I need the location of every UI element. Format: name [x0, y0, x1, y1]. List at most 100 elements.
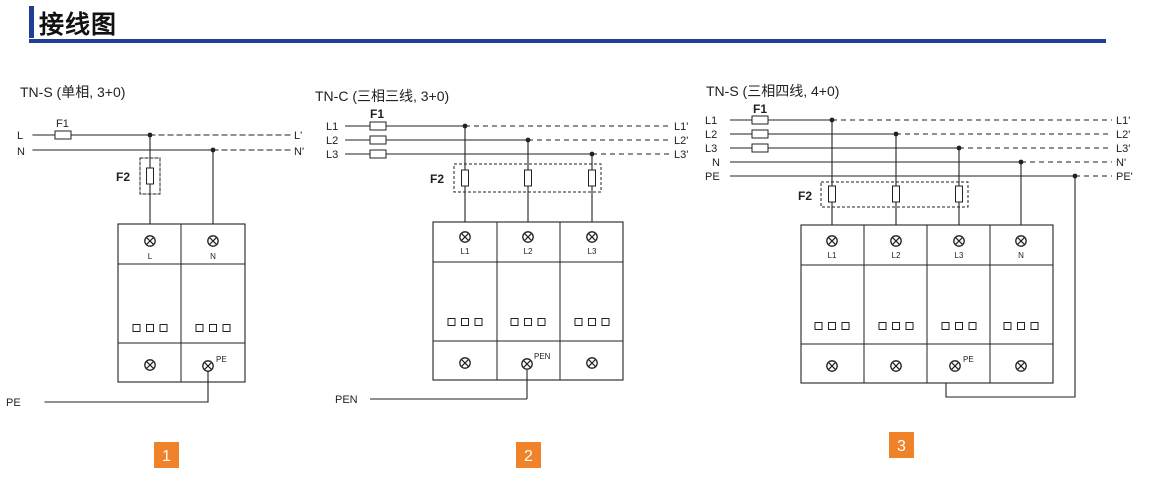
- indicator-icon: [878, 322, 914, 330]
- terminal-label: L2: [892, 251, 901, 260]
- line-label-N: N: [17, 146, 25, 158]
- terminal-label: L2: [524, 247, 533, 256]
- fuse-f1: [369, 135, 387, 145]
- badge-1: [154, 442, 179, 468]
- header-accent-bar: [29, 6, 34, 38]
- diagram-3: TN-S (三相四线, 4+0) L1 L2 L3 N PE L1' L2' L…: [705, 83, 1133, 458]
- indicator-icon: [132, 324, 168, 332]
- fuse-f1-label: F1: [753, 102, 767, 116]
- indicator-icon: [510, 318, 546, 326]
- line-label-L1: L1: [326, 121, 338, 133]
- line-label-L1: L1: [705, 115, 717, 127]
- fuse-f2-box: [139, 157, 161, 195]
- ground-label: PE: [6, 397, 21, 409]
- badge-1-label: 1: [162, 448, 171, 465]
- line-label-L3-out: L3': [1116, 143, 1130, 155]
- fuse-f2: [524, 169, 532, 187]
- line-label-N-out: N': [294, 146, 304, 158]
- fuse-f1: [751, 143, 769, 153]
- line-label-L2-out: L2': [674, 135, 688, 147]
- fuse-f1: [369, 121, 387, 131]
- fuse-f2: [955, 185, 963, 203]
- badge-2-label: 2: [524, 448, 533, 465]
- terminal-icon: [1015, 235, 1027, 247]
- indicator-icon: [195, 324, 231, 332]
- diagram-3-title: TN-S (三相四线, 4+0): [706, 83, 839, 99]
- fuse-f2-label: F2: [116, 170, 130, 184]
- terminal-label: L1: [828, 251, 837, 260]
- indicator-icon: [814, 322, 850, 330]
- line-label-L2-out: L2': [1116, 129, 1130, 141]
- fuse-f1: [751, 115, 769, 125]
- terminal-icon: [826, 360, 838, 372]
- terminal-icon: [144, 359, 156, 371]
- diagram-1: TN-S (单相, 3+0) L N L' N' F1 F2 L N PE: [6, 84, 304, 468]
- line-label-N-out: N': [1116, 157, 1126, 169]
- terminal-icon: [586, 231, 598, 243]
- badge-3: [889, 432, 914, 458]
- terminal-icon: [521, 358, 533, 370]
- terminal-icon: [1015, 360, 1027, 372]
- terminal-icon: [459, 357, 471, 369]
- terminal-icon: [202, 360, 214, 372]
- fuse-f2: [461, 169, 469, 187]
- line-label-L-out: L': [294, 130, 302, 142]
- terminal-label: L1: [461, 247, 470, 256]
- line-label-L: L: [17, 130, 23, 142]
- line-label-L3-out: L3': [674, 149, 688, 161]
- line-label-L2: L2: [705, 129, 717, 141]
- terminal-label: L3: [955, 251, 964, 260]
- line-label-L3: L3: [705, 143, 717, 155]
- spd-module: [432, 221, 624, 381]
- fuse-f2-box: [453, 163, 602, 193]
- fuse-f2-label: F2: [430, 172, 444, 186]
- line-label-N: N: [712, 157, 720, 169]
- line-label-L3: L3: [326, 149, 338, 161]
- fuse-f1: [751, 129, 769, 139]
- line-label-L1-out: L1': [1116, 115, 1130, 127]
- fuse-f2: [146, 167, 154, 185]
- indicator-icon: [941, 322, 977, 330]
- header-rule: [29, 39, 1106, 43]
- terminal-icon: [953, 235, 965, 247]
- terminal-icon: [826, 235, 838, 247]
- terminal-label: N: [1018, 251, 1024, 260]
- terminal-label: N: [210, 252, 216, 261]
- page-title: 接线图: [39, 10, 118, 39]
- terminal-icon: [949, 360, 961, 372]
- terminal-label: PEN: [534, 352, 551, 361]
- fuse-f1-label: F1: [370, 107, 384, 121]
- terminal-icon: [522, 231, 534, 243]
- fuse-f1: [369, 149, 387, 159]
- fuse-f2: [828, 185, 836, 203]
- indicator-icon: [574, 318, 610, 326]
- diagram-2-title: TN-C (三相三线, 3+0): [315, 88, 449, 104]
- terminal-icon: [207, 235, 219, 247]
- diagram-2: TN-C (三相三线, 3+0) L1 L2 L3 L1' L2' L3' F1…: [315, 88, 688, 468]
- terminal-label: PE: [963, 355, 974, 364]
- badge-2: [516, 442, 541, 468]
- ground-label: PEN: [335, 394, 358, 406]
- indicator-icon: [1003, 322, 1039, 330]
- diagram-1-title: TN-S (单相, 3+0): [20, 84, 125, 100]
- fuse-f2: [892, 185, 900, 203]
- line-label-PE: PE: [705, 171, 720, 183]
- line-label-L2: L2: [326, 135, 338, 147]
- indicator-icon: [447, 318, 483, 326]
- terminal-label: L3: [588, 247, 597, 256]
- terminal-icon: [890, 235, 902, 247]
- fuse-f2-label: F2: [798, 189, 812, 203]
- line-label-L1-out: L1': [674, 121, 688, 133]
- fuse-f2-box: [820, 181, 969, 208]
- badge-3-label: 3: [897, 438, 906, 455]
- terminal-icon: [586, 357, 598, 369]
- terminal-icon: [144, 235, 156, 247]
- terminal-label: L: [148, 252, 153, 261]
- terminal-label: PE: [216, 355, 227, 364]
- line-label-PE-out: PE': [1116, 171, 1133, 183]
- terminal-icon: [459, 231, 471, 243]
- section-header: 接线图: [29, 6, 1106, 43]
- wire-pe-return: [945, 176, 1076, 398]
- fuse-f1: [54, 130, 72, 140]
